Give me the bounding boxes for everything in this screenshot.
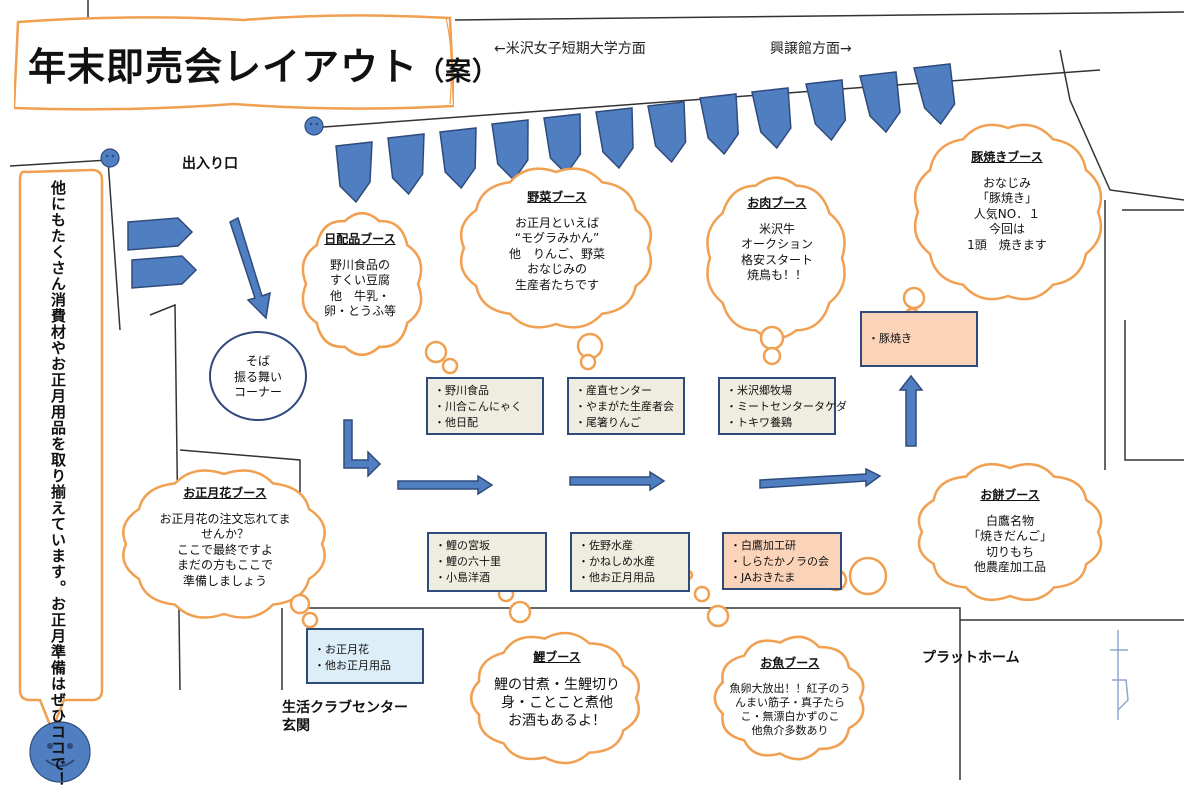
koi-bubble: 鯉ブース 鯉の甘煮・生鯉切り身・ことこと煮他 お酒もあるよ！	[494, 650, 620, 729]
booth-box-suisan: ・佐野水産・かねしめ水産・他お正月用品	[570, 532, 690, 592]
pennant	[595, 107, 634, 170]
pennant	[387, 133, 425, 196]
flow-arrow	[229, 216, 271, 320]
bubble-dot	[693, 585, 711, 603]
bubble-dot	[424, 340, 448, 364]
booth-box-koi: ・鯉の宮坂・鯉の六十里・小島洋酒	[427, 532, 547, 592]
cloud-yasai	[459, 167, 653, 329]
pennant	[913, 63, 956, 126]
flow-arrow	[898, 374, 924, 447]
omochi-bubble: お餅ブース 白鷹名物「焼きだんご」 切りもち他農産加工品	[967, 488, 1052, 575]
pennant	[699, 93, 739, 156]
pennant	[335, 141, 373, 204]
booth-box-yasai: ・産直センター・やまがた生産者会・尾箸りんご	[567, 377, 685, 435]
booth-box-oniku: ・米沢郷牧場・ミートセンタータケダ・トキワ養鶏	[718, 377, 847, 435]
nichihai-bubble: 日配品ブース 野川食品のすくい豆腐 他 牛乳・卵・とうふ等	[323, 232, 396, 319]
entrance-label: 出入り口	[182, 156, 238, 172]
bubble-dot	[289, 593, 311, 615]
flow-arrow	[759, 467, 882, 489]
pennant	[439, 127, 477, 190]
side-message-callout	[18, 168, 104, 734]
pennant	[751, 87, 792, 150]
cloud-osakana	[713, 635, 865, 761]
booth-box-shirataka: ・白鷹加工研・しらたかノラの会・JAおきたま	[722, 532, 842, 590]
booth-box-nichihai: ・野川食品・川合こんにゃく・他日配	[426, 377, 544, 435]
oshogatsubana-bubble: お正月花ブース お正月花の注文忘れてませんか？ ここで最終ですよまだの方もここで…	[159, 486, 291, 588]
tent-pennants	[335, 63, 956, 204]
center-entrance-label: 生活クラブセンター 玄関	[282, 700, 408, 734]
oniku-bubble: お肉ブース 米沢牛オークション 格安スタート焼鳥も！！	[740, 196, 813, 283]
bubble-dot	[441, 357, 459, 375]
osakana-bubble: お魚ブース 魚卵大放出！！紅子のうんまい筋子・真子たら こ・無漂白かずのこ他魚介…	[729, 656, 851, 738]
smiley-face-icon	[29, 721, 91, 783]
smiley-face-icon	[100, 148, 120, 168]
pennant	[805, 79, 847, 142]
flow-arrow	[569, 470, 666, 492]
platform-label: プラットホーム	[922, 650, 1020, 666]
bubble-dot	[706, 604, 730, 628]
smiley-face-icon	[304, 116, 324, 136]
flow-arrow	[343, 419, 382, 478]
entrance-arrow	[131, 255, 198, 289]
thought-bubbles	[122, 123, 1103, 765]
bubble-dot	[759, 325, 785, 351]
direction-right: 興譲館方面→	[770, 41, 852, 57]
title-banner	[14, 14, 454, 111]
bubble-dot	[848, 556, 888, 596]
cloud-koi	[469, 631, 640, 765]
booth-box-butayaki: ・豚焼き	[860, 311, 978, 367]
entrance-arrow	[127, 217, 194, 251]
page-title: 年末即売会レイアウト（案）	[28, 45, 500, 89]
cloud-nichihai	[301, 211, 423, 357]
direction-left: ←米沢女子短期大学方面	[494, 41, 646, 57]
cloud-oniku	[706, 176, 846, 340]
cloud-omochi	[917, 462, 1103, 602]
pennant	[859, 71, 901, 134]
bubble-dot	[301, 611, 319, 629]
side-message: 他にもたくさん消費材やお正月用品を取り揃えています。お正月準備はぜひココで！	[49, 180, 67, 788]
cloud-butayaki	[913, 123, 1103, 301]
bubble-dot	[762, 346, 782, 366]
pennant	[647, 101, 687, 164]
soba-corner-circle	[209, 331, 307, 421]
pennant	[491, 119, 529, 182]
flow-arrow	[397, 474, 494, 496]
bubble-dot	[579, 353, 597, 371]
bubble-dot	[902, 286, 926, 310]
yasai-bubble: 野菜ブース お正月といえば“モグラみかん” 他 りんご、野菜おなじみの 生産者た…	[508, 190, 605, 292]
booth-box-hana: ・お正月花・他お正月用品	[306, 628, 424, 684]
bubble-dot	[508, 600, 532, 624]
cloud-oshogatsubana	[122, 469, 326, 619]
pennant	[543, 113, 582, 176]
soba-corner-label: そば 振る舞い コーナー	[233, 354, 282, 400]
